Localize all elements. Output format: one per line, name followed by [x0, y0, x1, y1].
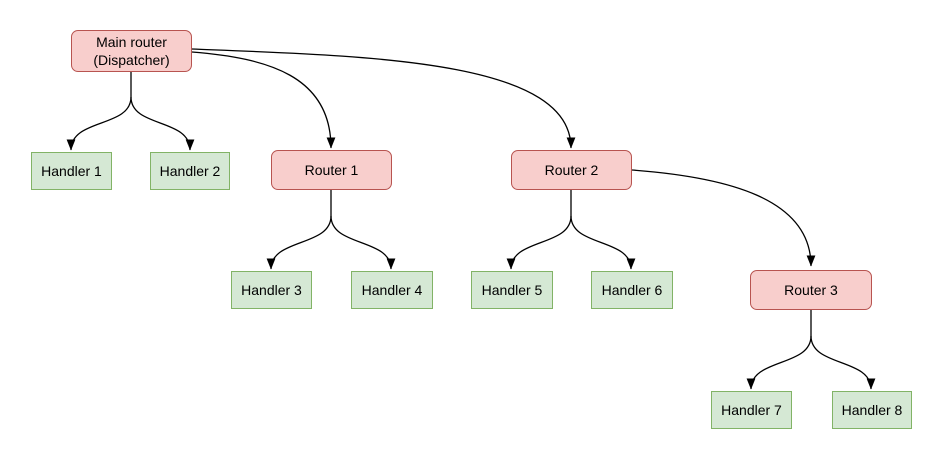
node-label: Handler 8	[841, 402, 903, 418]
node-label: Handler 2	[159, 163, 221, 179]
edge-main-router-to-handler-1	[66, 96, 132, 151]
node-label: Router 3	[784, 282, 838, 298]
edge-router-1-to-handler-3	[266, 215, 332, 270]
node-label: Handler 3	[241, 282, 302, 298]
node-label: Handler 5	[481, 282, 543, 298]
node-handler-4: Handler 4	[351, 271, 433, 309]
node-handler-5: Handler 5	[471, 271, 553, 309]
node-handler-3: Handler 3	[231, 271, 312, 309]
node-handler-7: Handler 7	[711, 391, 792, 429]
node-label: Router 1	[304, 162, 359, 178]
node-router-2: Router 2	[511, 150, 632, 190]
node-label: Router 2	[544, 162, 599, 178]
edge-router-3-to-handler-7	[746, 335, 812, 390]
node-handler-2: Handler 2	[150, 152, 230, 190]
node-handler-1: Handler 1	[31, 152, 112, 190]
node-label: Handler 4	[361, 282, 423, 298]
edge-router-1-to-handler-4	[330, 215, 396, 270]
node-main-router: Main router (Dispatcher)	[71, 30, 192, 72]
node-handler-6: Handler 6	[591, 271, 673, 309]
node-label: Handler 6	[601, 282, 663, 298]
edge-router-2-to-router-3	[631, 169, 816, 267]
edge-router-2-to-handler-5	[506, 215, 572, 270]
edge-router-3-to-handler-8	[810, 335, 876, 390]
node-label: Main router (Dispatcher)	[93, 34, 170, 68]
node-label: Handler 1	[41, 163, 102, 179]
edge-main-router-to-router-1	[191, 51, 336, 149]
edge-router-2-to-handler-6	[570, 215, 636, 270]
node-label: Handler 7	[721, 402, 782, 418]
edge-main-router-to-router-2	[191, 48, 576, 149]
edge-main-router-to-handler-2	[130, 96, 195, 151]
node-router-1: Router 1	[271, 150, 392, 190]
node-handler-8: Handler 8	[832, 391, 912, 429]
node-router-3: Router 3	[750, 270, 872, 310]
